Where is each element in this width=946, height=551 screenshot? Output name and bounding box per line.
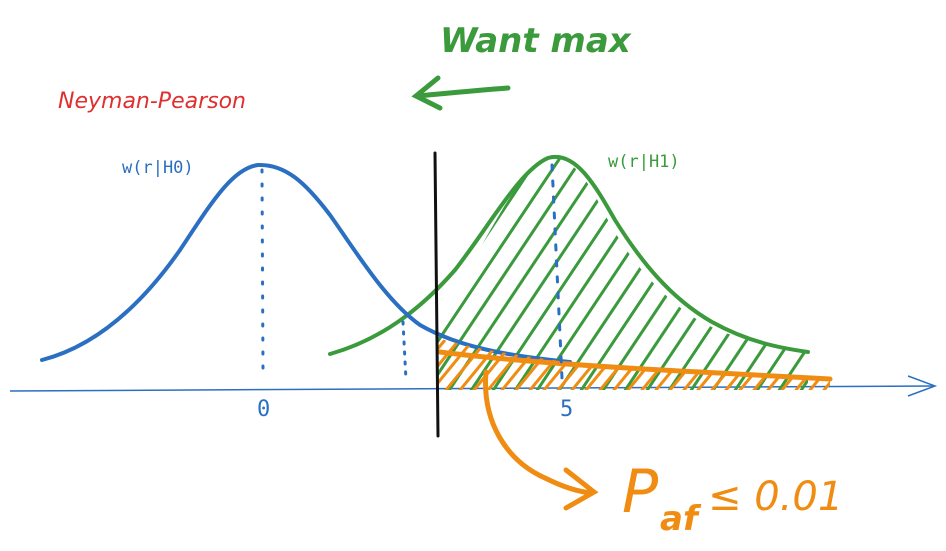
h0-curve-label: w(r|H0): [122, 158, 194, 178]
h1-curve-label: w(r|H1): [608, 152, 680, 172]
green-hatch-stroke: [752, 158, 808, 390]
tick-label-5: 5: [560, 397, 573, 422]
intersection-marker: [401, 320, 408, 382]
want-max-annotation: Want max: [440, 21, 632, 61]
h0-mean-marker: [260, 168, 265, 372]
false-alarm-region-edge: [437, 349, 833, 382]
left-arrow-icon: [411, 75, 511, 111]
orange-hatch-stroke: [438, 339, 461, 390]
pfa-symbol: P: [622, 457, 659, 527]
h0-density-curve: [40, 162, 572, 364]
green-hatch-stroke: [664, 158, 808, 390]
green-hatch-stroke: [686, 158, 808, 390]
pfa-subscript: af: [660, 499, 702, 539]
decision-threshold-line: [433, 151, 440, 438]
green-hatch-stroke: [796, 158, 808, 390]
green-hatch-stroke: [576, 158, 750, 390]
green-hatch-stroke: [708, 158, 808, 390]
orange-hatch-stroke: [440, 339, 489, 390]
green-hatch-stroke: [642, 158, 808, 390]
orange-hatch-stroke: [818, 339, 830, 390]
tick-label-0: 0: [257, 397, 270, 422]
green-hatch-stroke: [532, 158, 706, 390]
green-hatch-stroke: [774, 158, 808, 390]
pfa-pointer-arrow-icon: [483, 369, 599, 511]
green-hatch-stroke: [730, 158, 808, 390]
green-hatch-stroke: [438, 158, 574, 390]
title: Neyman-Pearson: [58, 89, 246, 114]
green-hatch-stroke: [438, 158, 596, 390]
pfa-condition: ≤ 0.01: [708, 474, 843, 520]
h1-mean-marker: [550, 163, 564, 380]
orange-hatch-stroke: [438, 339, 475, 390]
green-hatch-stroke: [598, 158, 772, 390]
green-hatch-stroke: [554, 158, 728, 390]
green-hatch-stroke: [820, 140, 946, 395]
